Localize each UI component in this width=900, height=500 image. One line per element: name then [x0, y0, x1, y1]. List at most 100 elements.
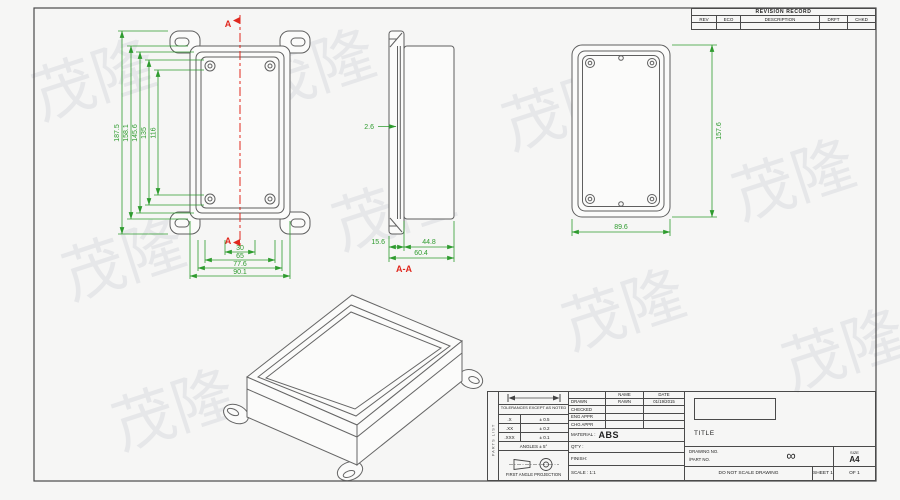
- revision-empty-cell: [740, 23, 819, 29]
- size-value: A4: [849, 454, 860, 464]
- sheet-row: DO NOT SCALE DRAWING SHEET 1 OF 1: [685, 467, 875, 480]
- front-view-dim-labels: 187.5 158.1 145.6 135 116 30 65 77.6 90.…: [114, 124, 247, 276]
- part-no-label: /PART NO.: [689, 457, 711, 462]
- date-header: DATE: [643, 392, 684, 398]
- revision-col-eco: ECO: [716, 16, 740, 22]
- material-label: MATERIAL :: [571, 432, 596, 437]
- front-dim-vertical-0: 187.5: [114, 124, 121, 142]
- approval-label: ENG APPR: [571, 414, 593, 420]
- iso-mount-slot: [468, 376, 480, 384]
- back-view-dim-labels: 157.6 89.6: [614, 122, 723, 231]
- revision-col-chkd: CHKD: [847, 16, 875, 22]
- tolerance-row: .XX ± 0.2: [499, 424, 568, 433]
- isometric-view: [223, 294, 484, 482]
- front-dim-vertical-3: 135: [141, 127, 148, 139]
- lid-plate: [388, 30, 405, 235]
- side-dim-right: 44.8: [422, 239, 436, 246]
- back-view-dimensions: [571, 44, 717, 236]
- front-view-dimensions: [118, 30, 291, 279]
- tolerance-column: TOLERANCES EXCEPT AS NOTED .X ± 0.5 .XX …: [499, 392, 569, 480]
- side-view-dim-labels: 2.6 15.6 44.8 60.4: [364, 124, 436, 257]
- iso-right-face: [356, 339, 463, 467]
- approvals-header-row: NAME DATE: [569, 392, 684, 399]
- approval-name: [605, 421, 643, 428]
- approvals-column: NAME DATE DRAWN RAWN 01/19/2015 CHECKED …: [569, 392, 685, 480]
- front-dim-horizontal-0: 30: [236, 245, 244, 252]
- back-dim-width: 89.6: [614, 224, 628, 231]
- revision-empty-row: [691, 23, 876, 30]
- approval-row-chg-appr: CHG APPR: [569, 421, 684, 429]
- title-column: TITLE DRAWING NO. /PART NO. ∞ SIZE A4 DO…: [685, 392, 875, 480]
- iso-lid-seam: [246, 352, 463, 438]
- title-block: PARTS LIST TOLERANCES EXCEPT AS NOTED .X…: [487, 391, 876, 481]
- side-view-dimensions: [378, 124, 455, 262]
- iso-lid-inner2: [264, 311, 443, 410]
- size-cell: SIZE A4: [833, 447, 875, 466]
- title-block-side-strip: PARTS LIST: [488, 392, 499, 480]
- approval-label: CHG APPR: [571, 421, 594, 427]
- tolerance-value: ± 0.2: [539, 425, 550, 431]
- revision-record-title: REVISION RECORD: [691, 8, 876, 16]
- iso-lid-inner: [257, 304, 452, 417]
- name-header: NAME: [605, 392, 643, 398]
- drawing-number-labels: DRAWING NO. /PART NO.: [685, 447, 749, 466]
- revision-col-description: DESCRIPTION: [740, 16, 819, 22]
- front-dim-vertical-4: 116: [151, 127, 158, 138]
- material-row: MATERIAL : ABS: [569, 429, 684, 442]
- front-dim-horizontal-3: 90.1: [233, 269, 247, 276]
- tolerance-value: ± 0.1: [539, 434, 550, 440]
- front-dim-vertical-1: 158.1: [123, 124, 130, 142]
- revision-col-rev: REV: [699, 16, 709, 22]
- back-inner-edge: [577, 50, 665, 212]
- drawing-number-row: DRAWING NO. /PART NO. ∞ SIZE A4: [685, 447, 875, 467]
- side-dim-thickness: 2.6: [364, 124, 374, 131]
- sheet-label: SHEET 1: [813, 471, 833, 476]
- side-dim-left: 15.6: [371, 239, 385, 246]
- revision-empty-cell: [716, 23, 740, 29]
- tolerance-row: .XXX ± 0.1: [499, 433, 568, 442]
- title-area: TITLE: [685, 392, 875, 447]
- mount-ear: [169, 30, 201, 54]
- angles-tolerance: ANGLES ± 5°: [499, 442, 568, 451]
- front-dim-vertical-2: 145.6: [132, 124, 139, 142]
- back-outline: [571, 44, 671, 218]
- tolerances-heading: TOLERANCES EXCEPT AS NOTED: [499, 405, 568, 415]
- revision-empty-cell: [692, 23, 716, 29]
- revision-col-drft: DRFT: [819, 16, 847, 22]
- side-view: [388, 30, 455, 235]
- mount-ear: [169, 211, 201, 235]
- revision-header-row: REV ECO DESCRIPTION DRFT CHKD: [691, 16, 876, 23]
- section-arrow-icon: [233, 239, 240, 246]
- iso-mount-ear: [223, 403, 249, 425]
- side-strip-label: PARTS LIST: [490, 424, 496, 457]
- size-label: SIZE: [850, 449, 859, 455]
- revision-empty-cell: [847, 23, 875, 29]
- drawing-number-value: ∞: [786, 448, 796, 463]
- tolerance-label: .XXX: [499, 433, 521, 441]
- mount-ear: [279, 30, 311, 54]
- front-dim-horizontal-1: 65: [236, 253, 244, 260]
- mount-ear: [279, 211, 311, 235]
- box-depth: [403, 45, 455, 220]
- approval-name: [605, 406, 643, 413]
- section-label-AA: A-A: [396, 264, 412, 274]
- tolerance-label: .X: [499, 415, 521, 423]
- front-dim-horizontal-2: 77.6: [233, 261, 247, 268]
- projection-label: FIRST ANGLE PROJECTION: [505, 472, 562, 477]
- iso-mount-slot: [342, 470, 356, 478]
- sheet-frame: [33, 7, 877, 482]
- approval-date: [643, 421, 684, 428]
- tolerance-row: .X ± 0.5: [499, 415, 568, 424]
- side-dim-total: 60.4: [414, 250, 428, 257]
- approval-name: [605, 413, 643, 420]
- material-value: ABS: [598, 429, 620, 440]
- mount-slot: [290, 37, 306, 47]
- dimension-arrow-icon: [499, 392, 568, 405]
- iso-mount-slot: [226, 407, 240, 417]
- tolerance-value: ± 0.5: [539, 416, 550, 422]
- back-view: [571, 44, 671, 218]
- mount-slot: [290, 218, 306, 228]
- back-dim-height: 157.6: [716, 122, 723, 140]
- scale-row: SCALE : 1:1: [571, 470, 596, 476]
